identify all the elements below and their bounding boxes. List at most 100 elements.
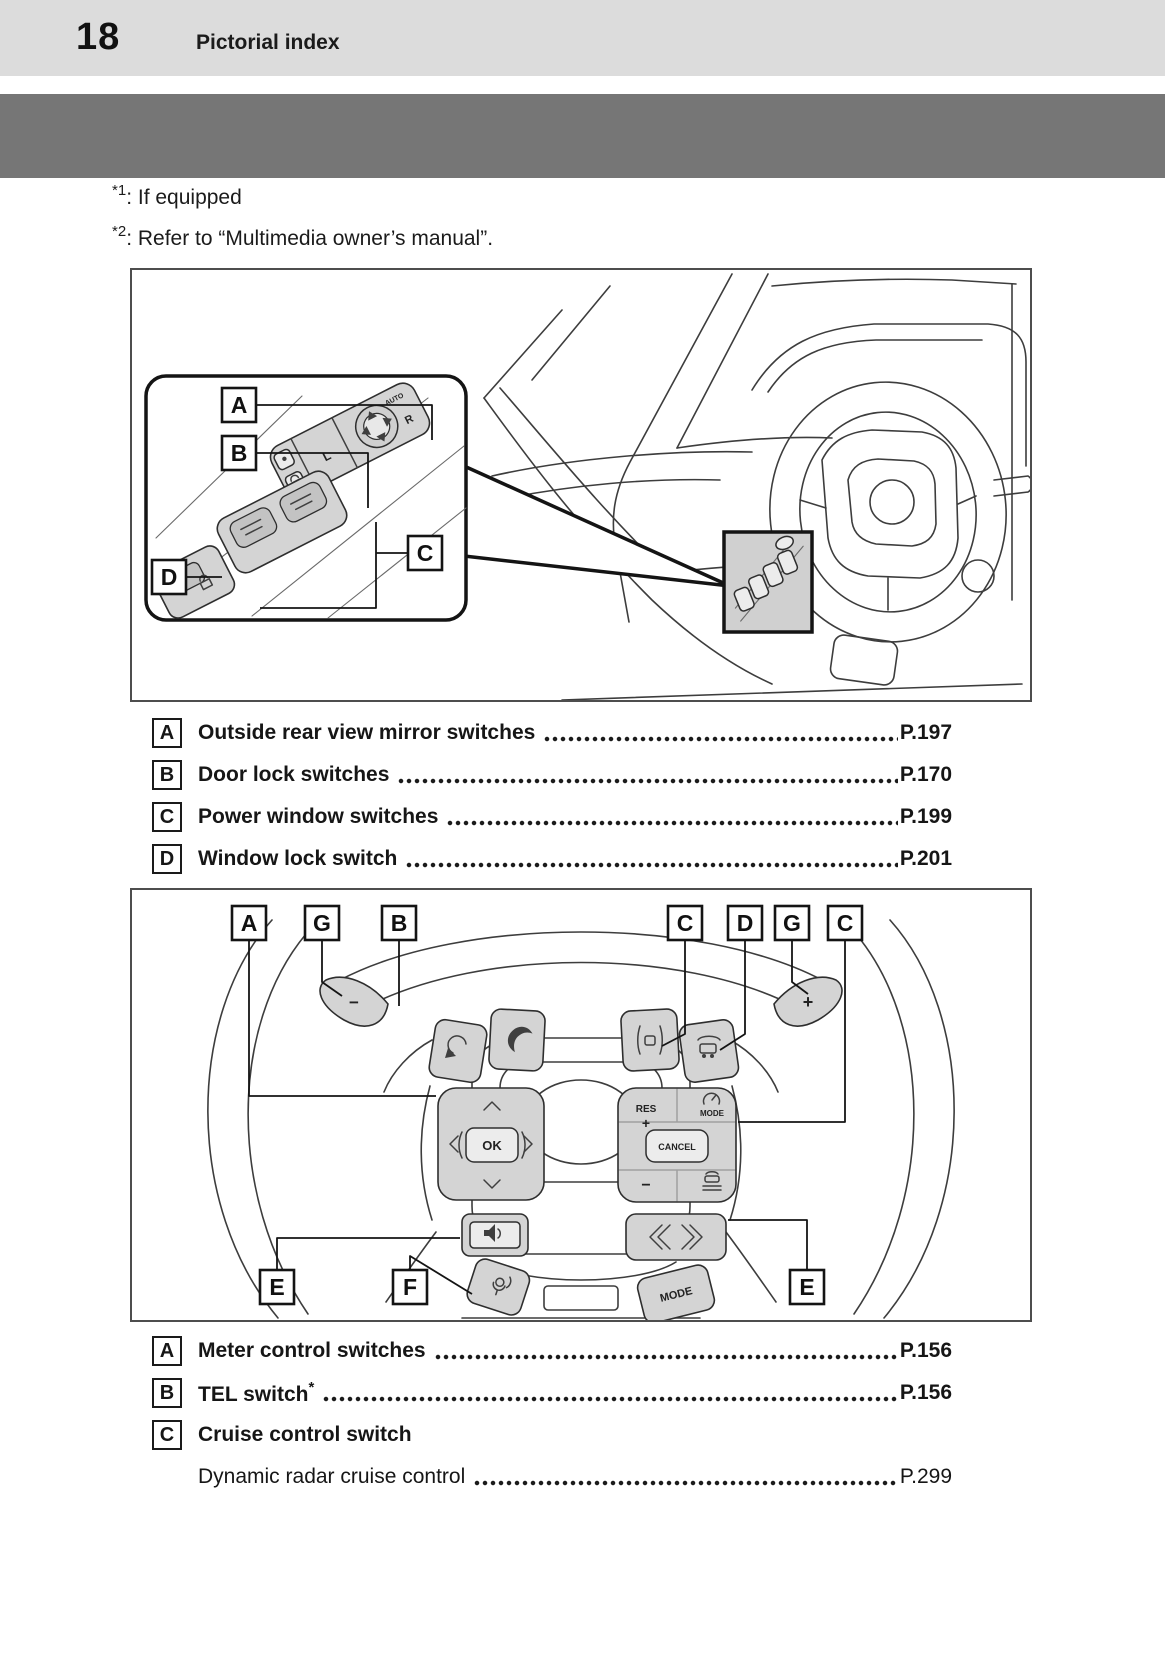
- list-item: C Cruise control switch: [152, 1414, 952, 1456]
- callout-box-c: [406, 534, 444, 572]
- callout-box-a2: [230, 904, 268, 942]
- sub-item-label: Dynamic radar cruise control: [198, 1465, 466, 1488]
- callout-box-c2: [666, 904, 704, 942]
- chevron-up-icon: [483, 1101, 501, 1111]
- cancel-button: [645, 1129, 709, 1163]
- minus-label: −: [641, 1177, 650, 1194]
- phone-button: [488, 1008, 546, 1072]
- sub-item-page-ref: P.299: [899, 1465, 952, 1488]
- callout-a: A: [231, 392, 248, 418]
- callout-box-g2: [773, 904, 811, 942]
- item-label: Door lock switches: [198, 763, 390, 786]
- list-item: D Window lock switch P.201: [152, 838, 952, 880]
- ok-button: [465, 1127, 519, 1163]
- item-label: Outside rear view mirror switches: [198, 721, 536, 744]
- footnote-1-text: : If equipped: [126, 186, 242, 209]
- dot-leader: [397, 762, 898, 788]
- item-key: C: [152, 802, 182, 832]
- item-page-ref: P.156: [899, 1339, 952, 1362]
- item-key: D: [152, 844, 182, 874]
- chapter-band: [0, 94, 1165, 178]
- header-band: 18 Pictorial index: [0, 0, 1165, 76]
- callout-c: C: [417, 540, 434, 566]
- page-number: 18: [76, 16, 121, 58]
- callout-a2: A: [241, 910, 258, 936]
- callout-box-a: [220, 386, 258, 424]
- door-switch-box: [722, 530, 814, 634]
- item-page-ref: P.197: [899, 721, 952, 744]
- right-paddle: [773, 976, 843, 1027]
- list-item: C Power window switches P.199: [152, 796, 952, 838]
- bubble-content: L R AUTO: [150, 382, 467, 619]
- item-label: Window lock switch: [198, 847, 398, 870]
- footnote-1-marker: *1: [112, 182, 127, 199]
- return-arrowhead: [445, 1048, 456, 1058]
- dot-leader: [473, 1464, 898, 1490]
- section-title: Pictorial index: [196, 31, 340, 54]
- lane-keep-button: [678, 1019, 740, 1083]
- figure1-illustration: L R AUTO: [144, 273, 1030, 700]
- wheel-line-art: [207, 919, 955, 1319]
- chevron-left-icon: [449, 1135, 459, 1153]
- callout-g2: G: [783, 910, 801, 936]
- prev-track-icon: [649, 1224, 671, 1250]
- callout-e2: E: [799, 1274, 814, 1300]
- item-page-ref: P.170: [899, 763, 952, 786]
- reference-list-door: A Outside rear view mirror switches P.19…: [152, 712, 952, 880]
- list-item: B Door lock switches P.170: [152, 754, 952, 796]
- item-key: C: [152, 1420, 182, 1450]
- item-label: Meter control switches: [198, 1339, 426, 1362]
- callout-box-f: [391, 1268, 429, 1306]
- res-plus-label: +: [642, 1115, 650, 1131]
- dot-leader: [543, 720, 898, 746]
- paddle-plus-label: +: [803, 992, 814, 1012]
- item-label: Cruise control switch: [198, 1423, 412, 1446]
- footnote-2: *2: Refer to “Multimedia owner’s manual”…: [112, 223, 493, 251]
- callout-d: D: [161, 564, 178, 590]
- distance-icon: [705, 1171, 719, 1175]
- item-label: Power window switches: [198, 805, 439, 828]
- lane-trace-button: [620, 1008, 680, 1072]
- footnote-1: *1: If equipped: [112, 182, 493, 210]
- callout-g1: G: [313, 910, 331, 936]
- window-switch-cluster: [216, 470, 348, 574]
- paddle-minus-label: −: [349, 993, 359, 1012]
- list-item: A Meter control switches P.156: [152, 1330, 952, 1372]
- voice-return-button: [428, 1018, 488, 1084]
- left-paddle: [319, 976, 389, 1027]
- item-key: B: [152, 760, 182, 790]
- footnote-2-marker: *2: [112, 223, 127, 240]
- dot-leader: [322, 1380, 898, 1406]
- callout-box-e1: [258, 1268, 296, 1306]
- item-key: A: [152, 718, 182, 748]
- item-label: TEL switch*: [198, 1379, 314, 1407]
- ok-label: OK: [482, 1138, 502, 1153]
- voice-command-button: [466, 1258, 531, 1316]
- callout-c2: C: [677, 910, 694, 936]
- callout-e1: E: [269, 1274, 284, 1300]
- cabin-line-art: [483, 273, 1030, 700]
- list-sub-item: Dynamic radar cruise control P.299: [152, 1456, 952, 1498]
- speedometer-icon: [702, 1092, 721, 1105]
- lane-lines-icon: [637, 1025, 663, 1055]
- reference-list-steering: A Meter control switches P.156 B TEL swi…: [152, 1330, 952, 1498]
- callout-box-g1: [303, 904, 341, 942]
- list-item: A Outside rear view mirror switches P.19…: [152, 712, 952, 754]
- left-switch-pod: OK: [428, 1008, 546, 1316]
- figure2-illustration: − + OK: [207, 904, 955, 1320]
- pointer-lines: [462, 464, 732, 588]
- item-key: B: [152, 1378, 182, 1408]
- speaker-icon: [484, 1224, 495, 1242]
- callout-box-d: [150, 558, 188, 596]
- phone-icon: [507, 1026, 533, 1053]
- figure2-callouts: A G B C D G C E F E: [230, 904, 864, 1306]
- dot-leader: [446, 804, 898, 830]
- footnote-star: *: [308, 1379, 315, 1396]
- dot-leader: [405, 846, 898, 872]
- car-roof-icon: [697, 1035, 721, 1041]
- footnotes: *1: If equipped *2: Refer to “Multimedia…: [112, 182, 493, 264]
- list-item: B TEL switch* P.156: [152, 1372, 952, 1414]
- callout-box-c3: [826, 904, 864, 942]
- callout-b: B: [231, 440, 248, 466]
